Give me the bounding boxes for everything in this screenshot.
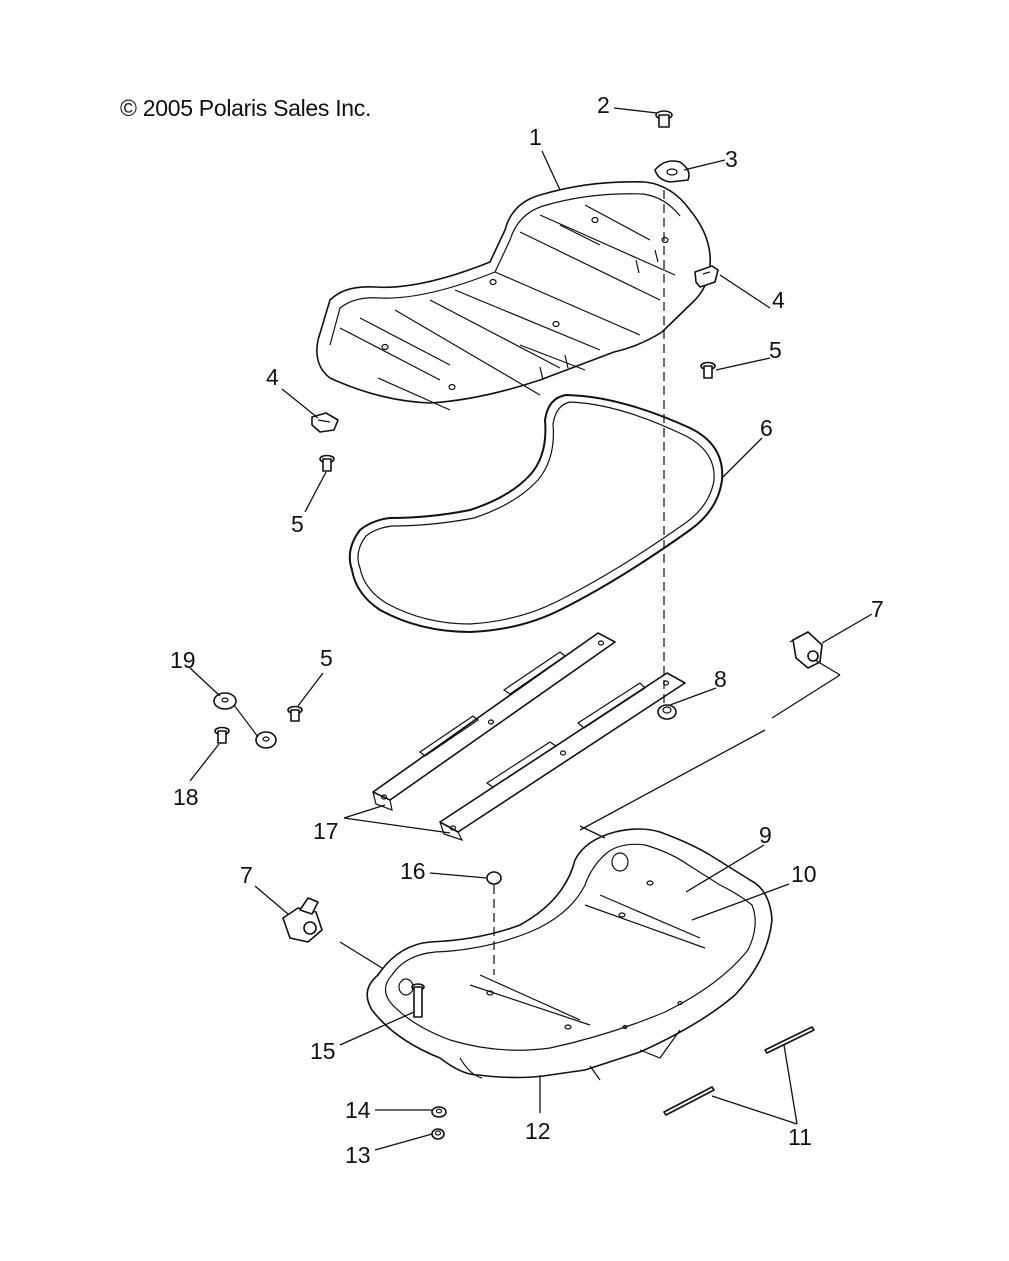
callout-1: 1 (529, 124, 542, 150)
part-4-bracket-left (311, 412, 339, 433)
part-13-nut (431, 1128, 445, 1140)
callout-4-left: 4 (266, 364, 279, 390)
part-18-screw (214, 726, 230, 744)
callout-8: 8 (714, 666, 727, 692)
callout-13: 13 (345, 1142, 371, 1168)
callout-3: 3 (725, 146, 738, 172)
part-5-screw-left (319, 454, 335, 472)
callout-5-right: 5 (769, 337, 782, 363)
callout-6: 6 (760, 415, 773, 441)
part-17-rail-upper (372, 632, 616, 811)
part-17-rail-lower (439, 672, 686, 842)
callout-12: 12 (525, 1118, 551, 1144)
callout-11: 11 (788, 1124, 812, 1150)
leader-lines (189, 107, 873, 1151)
callout-labels: 1 2 3 4 4 5 5 5 6 7 7 8 9 10 11 12 13 14… (170, 92, 884, 1168)
callout-9: 9 (759, 822, 772, 848)
part-1-seat-pan (316, 180, 712, 411)
part-15-bolt (411, 983, 425, 1018)
callout-7-right: 7 (871, 596, 884, 622)
callout-14: 14 (345, 1097, 371, 1123)
callout-4-right: 4 (772, 287, 785, 313)
part-7-latch-right (789, 631, 823, 669)
part-2-screw (655, 110, 673, 128)
part-8-grommet (657, 704, 677, 720)
part-3-clip-nut (654, 160, 690, 183)
part-16-plug (486, 871, 502, 885)
assembly-lines (339, 190, 841, 975)
part-4-bracket-right (694, 265, 719, 288)
part-7-latch-left (282, 897, 323, 943)
callout-10: 10 (791, 861, 817, 887)
callout-15: 15 (310, 1038, 336, 1064)
part-19-tether-strap (213, 692, 277, 749)
callout-5-left: 5 (291, 511, 304, 537)
part-11-rod-lower (663, 1086, 715, 1116)
callout-19: 19 (170, 647, 196, 673)
callout-2: 2 (597, 92, 610, 118)
callout-17: 17 (313, 818, 339, 844)
copyright-notice: © 2005 Polaris Sales Inc. (120, 95, 372, 121)
part-11-rod-upper (764, 1026, 815, 1054)
part-14-washer (431, 1106, 447, 1118)
part-5-screw-right (700, 361, 716, 379)
part-12-storage-box (366, 828, 773, 1081)
part-6-seal-gasket (348, 394, 724, 633)
callout-18: 18 (173, 784, 199, 810)
part-5-screw-lower (287, 705, 303, 722)
callout-5-lower: 5 (320, 645, 333, 671)
callout-7-left: 7 (240, 862, 253, 888)
callout-16: 16 (400, 858, 426, 884)
